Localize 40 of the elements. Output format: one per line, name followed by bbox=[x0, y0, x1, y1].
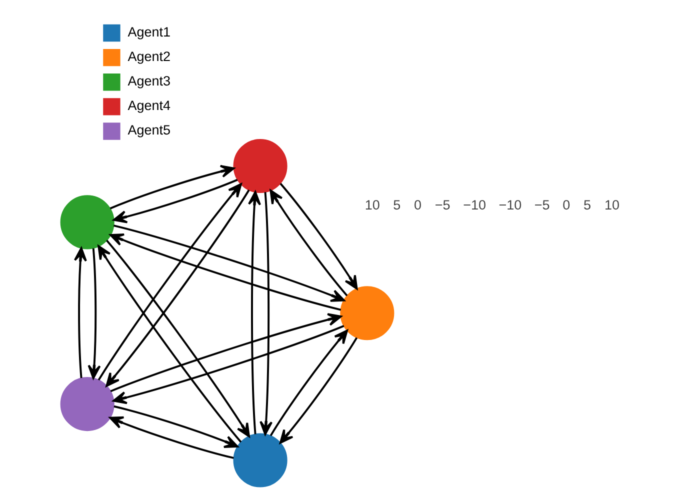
node-circle bbox=[60, 377, 114, 432]
arrow bbox=[112, 224, 344, 302]
legend-label: Agent2 bbox=[127, 49, 170, 64]
arrow bbox=[105, 190, 250, 387]
label: −5 bbox=[534, 198, 550, 213]
arrow bbox=[279, 182, 358, 290]
arrow bbox=[108, 416, 234, 459]
node-circle bbox=[340, 286, 394, 340]
label: 0 bbox=[413, 198, 422, 213]
label: 10 bbox=[364, 198, 380, 213]
arrow bbox=[269, 190, 348, 296]
legend-label: Agent4 bbox=[127, 98, 170, 114]
label: −10 bbox=[462, 198, 486, 213]
node-circle bbox=[60, 195, 114, 250]
legend-label: Agent1 bbox=[127, 24, 170, 40]
arrow bbox=[105, 240, 250, 438]
arrow bbox=[259, 192, 272, 436]
node-circle bbox=[232, 433, 287, 488]
legend-label: Agent5 bbox=[127, 122, 170, 138]
arrow bbox=[87, 248, 100, 380]
label: 5 bbox=[392, 198, 400, 213]
arrow bbox=[97, 245, 242, 443]
label: −5 bbox=[434, 198, 450, 213]
legend-label: Agent3 bbox=[127, 74, 170, 89]
arrow bbox=[113, 405, 238, 448]
arrow bbox=[278, 337, 358, 444]
label: 0 bbox=[562, 198, 570, 213]
arrow bbox=[97, 183, 242, 381]
arrow bbox=[109, 233, 341, 311]
label: 10 bbox=[604, 198, 619, 213]
arrow bbox=[247, 191, 260, 434]
arrow bbox=[73, 247, 86, 378]
label: −10 bbox=[498, 198, 522, 213]
arrow bbox=[109, 164, 234, 210]
arrow bbox=[112, 325, 344, 404]
label: 5 bbox=[583, 198, 591, 213]
arrow bbox=[269, 330, 348, 436]
arrow bbox=[110, 313, 342, 392]
node-circle bbox=[232, 138, 287, 194]
arrow bbox=[112, 178, 238, 224]
